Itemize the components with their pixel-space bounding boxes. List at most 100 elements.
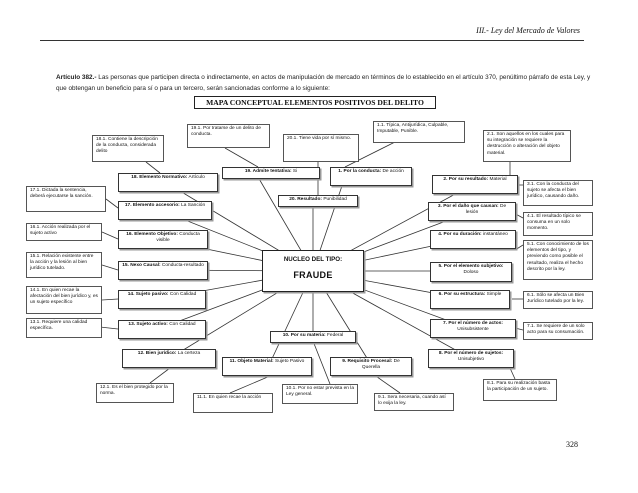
note-6-1: 6.1. Sólo se afecta un Bien Jurídico tut… [523, 291, 593, 309]
link-n8 [509, 367, 516, 380]
element-8: 8. Por el número de sujetos: Unisubjetiv… [428, 349, 514, 368]
note-4-1: 4.1. El resultado típico se consuma en u… [523, 212, 593, 236]
link-n19 [224, 147, 259, 168]
element-15-value: Conducta-resultado [160, 263, 204, 268]
page-number: 328 [566, 440, 578, 449]
element-18-label: 18. Elemento Normativo: [131, 175, 188, 180]
core-type-label: NUCLEO DEL TIPO: [283, 256, 343, 263]
element-8-label: 8. Por el número de sujetos: [438, 351, 504, 356]
element-16: 16. Elemento Objetivo: Conducta visible [118, 230, 208, 249]
element-1-value: De acción [381, 169, 404, 174]
element-13-value: Con Calidad [167, 322, 196, 327]
note-14-1: 14.1. En quien recae la afectación del b… [26, 286, 102, 314]
element-5-label: 5. Por el elemento subjetivo: [438, 264, 504, 269]
element-8-value: Unisubjetivo [457, 357, 485, 363]
note-20-1: 20.1. Tiene vida por sí mismo. [283, 134, 359, 162]
element-4: 4. Por su duración: instantáneo [430, 230, 516, 249]
element-12-label: 12. Bien jurídico: [137, 351, 177, 356]
element-19-label: 19. Admite tentativa: [244, 169, 292, 174]
element-2-label: 2. Por su resultado: [443, 177, 489, 182]
link-n18 [145, 161, 161, 174]
element-4-label: 4. Por su duración: [438, 232, 482, 237]
core-type-box: NUCLEO DEL TIPO: FRAUDE [262, 250, 364, 292]
link-n14 [101, 298, 119, 301]
header-rule [40, 40, 584, 41]
element-17: 17. Elemento accesorio: La Sanción [118, 201, 212, 220]
element-13: 13. Sujeto activo: Con Calidad [118, 320, 206, 339]
note-8-1: 8.1. Para su realización basta la partic… [483, 379, 557, 401]
element-9-value: De Querella [361, 359, 400, 371]
article-text: Las personas que participen directa o in… [56, 74, 591, 92]
link-n7 [514, 327, 524, 331]
element-7: 7. Por el número de actos: Unisubsistent… [430, 319, 516, 338]
element-18: 18. Elemento Normativo: Artículo [118, 173, 218, 192]
element-6-label: 6. Por su estructura: [438, 292, 486, 297]
note-12-1: 12.1. Es el bien protegido por la norma. [96, 383, 174, 403]
element-6-value: Simple [485, 292, 502, 297]
note-13-1: 13.1. Requiere una calidad específica. [26, 318, 102, 338]
core-type-value: FRAUDE [293, 270, 333, 280]
note-18-1: 18.1. Contiene la descripción de la cond… [92, 135, 164, 162]
link-n11 [229, 375, 271, 394]
element-3: 3. Por el daño que causan: De lesión [428, 202, 516, 221]
running-header: III.- Ley del Mercado de Valores [476, 26, 580, 35]
element-12-value: La certeza [176, 351, 201, 356]
article-label: Artículo 382.- [56, 74, 97, 81]
element-10-label: 10. Por su materia: [282, 333, 326, 338]
element-13-label: 13. Sujeto activo: [128, 322, 168, 327]
element-17-value: La Sanción [179, 203, 206, 208]
element-7-label: 7. Por el número de actos: [443, 321, 503, 326]
link-n5 [514, 244, 524, 251]
element-18-value: Artículo [187, 175, 205, 180]
element-5-value: Doloso [463, 270, 479, 276]
element-16-label: 16. Elemento Objetivo: [126, 232, 178, 237]
element-4-value: instantáneo [481, 232, 508, 237]
element-19-value: Si [291, 169, 298, 174]
element-3-label: 3. Por el daño que causan: [437, 204, 499, 209]
note-9-1: 9.1. Sera necesaria, cuando así lo exija… [374, 393, 454, 411]
element-16-value: Conducta visible [156, 232, 200, 244]
link-n15 [101, 264, 119, 271]
element-3-value: De lesión [465, 204, 507, 216]
link-n17 [105, 198, 119, 209]
element-2-value: Material [488, 177, 507, 182]
element-9-label: 9. Requisito Procesal: [342, 359, 393, 364]
element-20-label: 20. Resultado: [289, 197, 322, 202]
element-17-label: 17. Elemento accesorio: [124, 203, 180, 208]
note-17-1: 17.1. Dictada la sentencia, deberá ejecu… [26, 186, 106, 212]
element-15-label: 15. Nexo Causal: [122, 263, 161, 268]
element-15: 15. Nexo Causal: Conducta-resultado [118, 261, 208, 280]
article-paragraph: Artículo 382.- Las personas que particip… [56, 72, 596, 94]
link-n16 [101, 231, 119, 240]
note-15-1: 15.1. Relación existente entre la acción… [26, 252, 102, 278]
element-14-label: 14. Sujeto pasivo: [127, 292, 169, 297]
note-11-1: 11.1. En quien recae la acción [193, 393, 273, 413]
element-1: 1. Por la conducta: De acción [330, 167, 412, 186]
note-2-1: 2.1. Son aquellos en los cuales para su … [483, 130, 571, 162]
note-19-1: 19.1. Por tratarse de un delito de condu… [187, 124, 270, 148]
note-7-1: 7.1. Se requiere de un solo acto para su… [523, 322, 593, 340]
element-14: 14. Sujeto pasivo: Con Calidad [118, 290, 206, 309]
note-5-1: 5.1. Con conocimiento de los elementos d… [523, 240, 593, 280]
element-5: 5. Por el elemento subjetivo: Doloso [430, 262, 512, 282]
element-6: 6. Por su estructura: Simple [430, 290, 510, 309]
element-11: 11. Objeto Material: Sujeto Pasivo [222, 357, 312, 376]
note-1-1: 1.1. Típica, Antijurídica, Culpable, Imp… [373, 121, 465, 143]
element-20: 20. Resultado: Punibilidad [278, 195, 358, 207]
element-11-value: Sujeto Pasivo [273, 359, 305, 364]
link-n10 [312, 340, 331, 385]
link-n12 [149, 367, 171, 384]
note-16-1: 16.1. Acción realizada por el sujeto act… [26, 223, 102, 241]
element-11-label: 11. Objeto Material: [229, 359, 274, 364]
element-20-value: Punibilidad [321, 197, 347, 202]
element-2: 2. Por su resultado: Material [432, 175, 518, 194]
element-7-value: Unisubsistente [457, 327, 489, 333]
note-10-1: 10.1. Por no estar prevista en la Ley ge… [282, 384, 358, 404]
element-10-value: Federal [325, 333, 344, 338]
element-12: 12. Bien jurídico: La certeza [122, 349, 216, 368]
element-10: 10. Por su materia: Federal [270, 331, 356, 343]
link-n1 [344, 141, 396, 168]
element-14-value: Con Calidad [168, 292, 197, 297]
link-n13 [99, 326, 119, 330]
element-1-label: 1. Por la conducta: [338, 169, 382, 174]
